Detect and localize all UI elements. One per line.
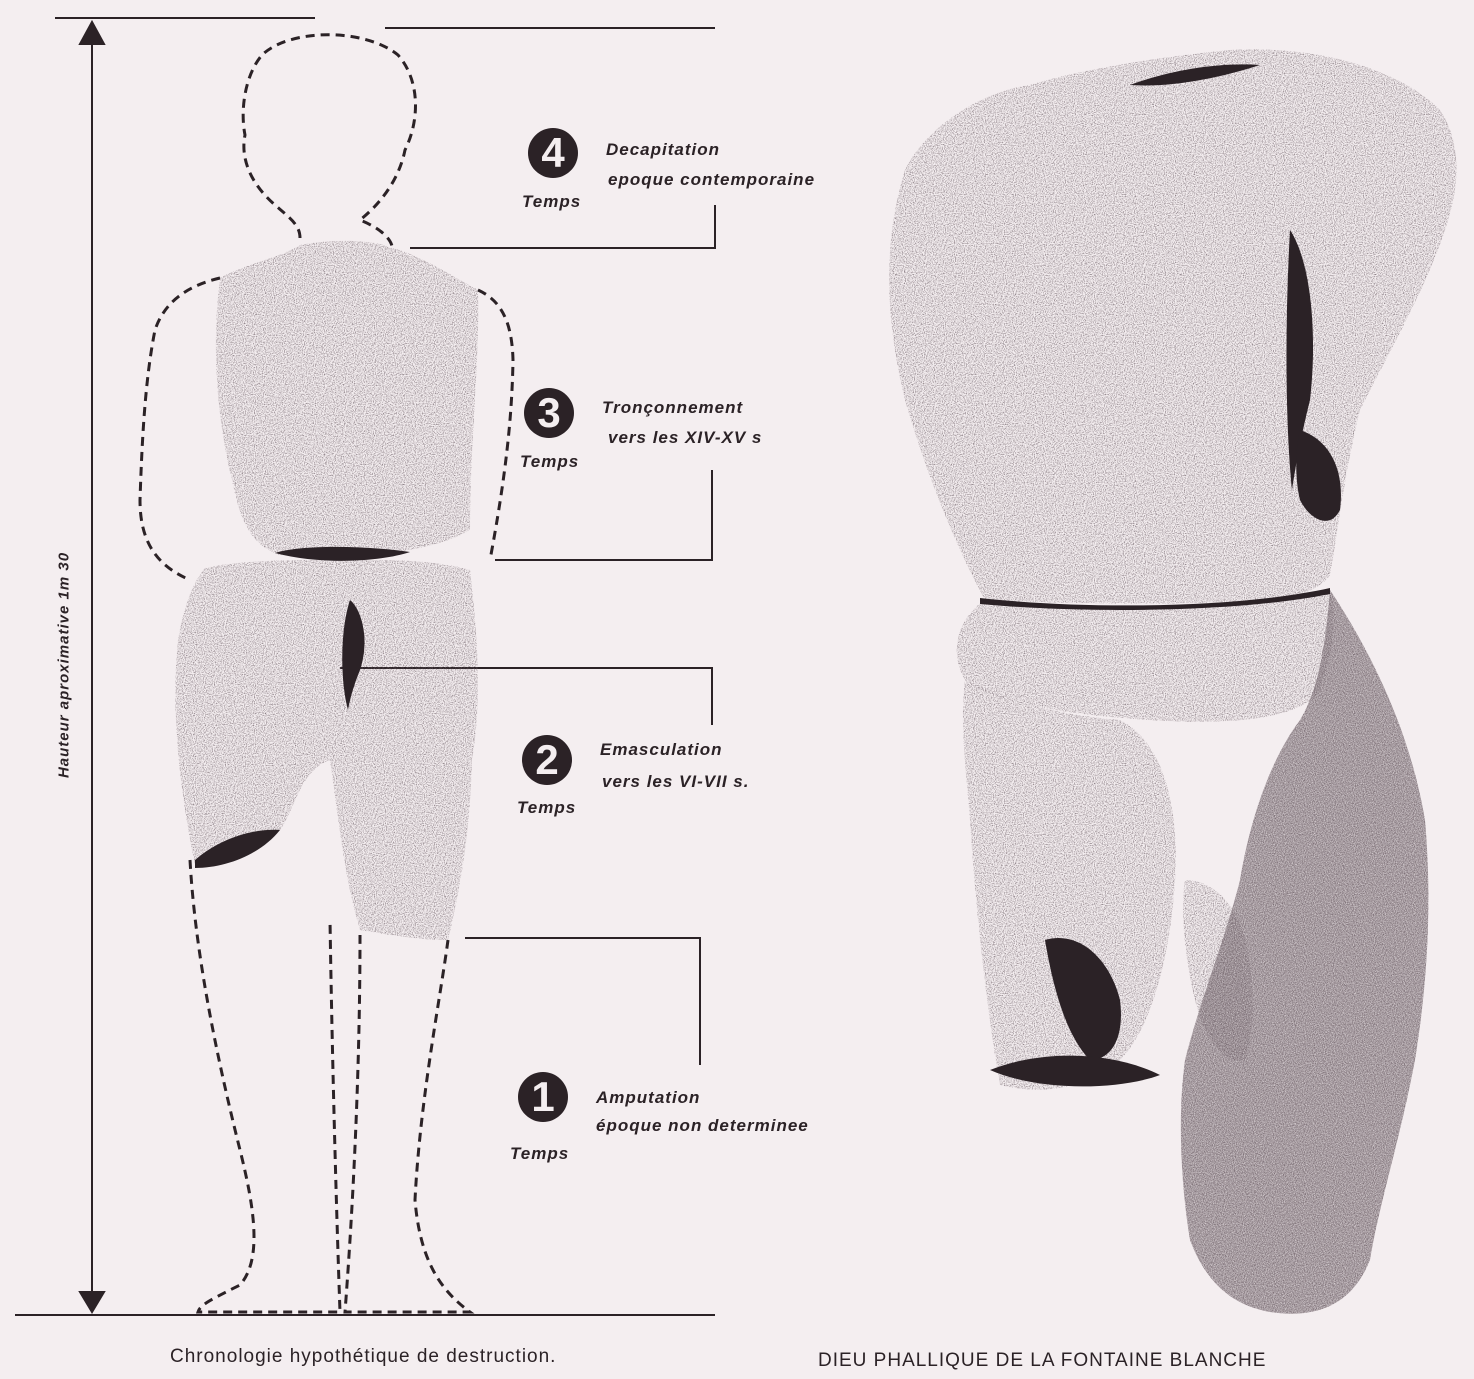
missing-right-leg-outline: [345, 935, 470, 1312]
stage-period: epoque contemporaine: [608, 170, 815, 190]
height-label: Hauteur aproximative 1m 30: [56, 552, 73, 778]
stage-title: Decapitation: [606, 140, 720, 160]
statue-reconstruction: [140, 35, 513, 1312]
stage-period: époque non determinee: [596, 1116, 809, 1136]
stage-temps-label: Temps: [510, 1144, 569, 1164]
missing-head-outline: [243, 35, 415, 246]
caption-right: DIEU PHALLIQUE DE LA FONTAINE BLANCHE: [818, 1350, 1266, 1372]
arrow-down-icon: [80, 1292, 104, 1312]
stage-period: vers les XIV-XV s: [608, 428, 762, 448]
stage-period: vers les VI-VII s.: [602, 772, 749, 792]
stage-temps-label: Temps: [522, 192, 581, 212]
missing-left-arm-outline: [140, 278, 220, 580]
stage-number-badge: 2: [522, 735, 572, 785]
arrow-up-icon: [80, 22, 104, 44]
caption-left: Chronologie hypothétique de destruction.: [170, 1346, 556, 1368]
stage-title: Tronçonnement: [602, 398, 743, 418]
hips-stone: [175, 560, 478, 940]
stage-number-badge: 3: [524, 388, 574, 438]
missing-right-arm-outline: [478, 290, 513, 560]
stage-number-badge: 1: [518, 1072, 568, 1122]
statue-fragment-illustration: [889, 49, 1456, 1313]
stage-number-badge: 4: [528, 128, 578, 178]
stage-title: Emasculation: [600, 740, 723, 760]
stage-temps-label: Temps: [517, 798, 576, 818]
stage-temps-label: Temps: [520, 452, 579, 472]
stage-title: Amputation: [596, 1088, 700, 1108]
torso-stone: [216, 241, 478, 556]
missing-left-leg-outline: [190, 860, 340, 1312]
